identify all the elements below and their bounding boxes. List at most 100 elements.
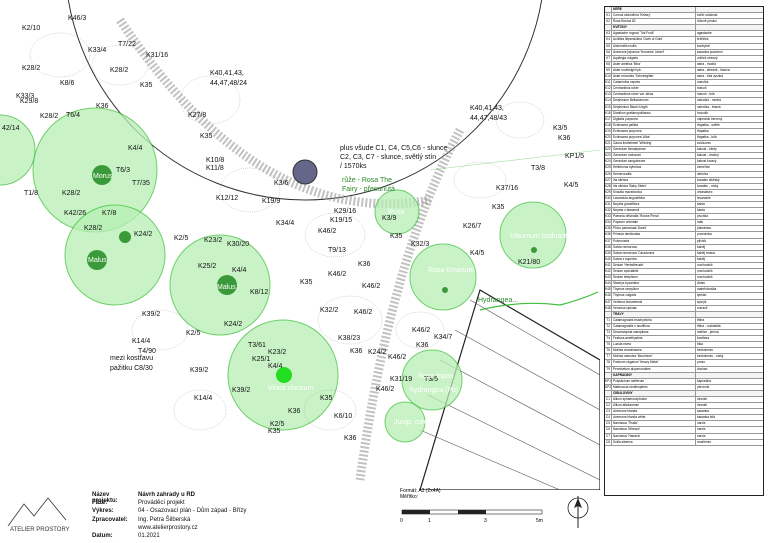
legend-cell: K35 [605, 226, 612, 232]
legend-cell: rozchodník [697, 262, 713, 267]
plant-code-label: K32/3 [411, 241, 429, 248]
plant-code-label: K40,41,43, [470, 105, 504, 112]
legend-cell: K37 [605, 238, 612, 244]
tree-label-junip: Junip. com [394, 419, 428, 426]
legend-cell: Pulmonaria [612, 238, 696, 244]
legend-cell [605, 311, 612, 317]
tree-label-viburnum: Viburnum bodnant. [510, 233, 569, 240]
plant-code-label: K26/7 [463, 223, 481, 230]
legend-row: TRÁVY [605, 311, 763, 318]
legend-cell: C4 [605, 415, 612, 421]
legend-cell: K40 [605, 256, 612, 262]
legend-cell: K15 [605, 104, 612, 110]
legend-cell: K4 [606, 37, 612, 43]
legend-cell: orlíček obecný [697, 55, 718, 60]
legend-cell: C8 [605, 439, 612, 445]
legend-cell [696, 391, 763, 396]
plant-code-label: K4/5 [470, 250, 485, 257]
tb-author: Zpracovatel:Ing. Petra Šilberská [92, 517, 191, 523]
legend-cell: Aster ericoides 'Schneegitter' [612, 74, 696, 80]
legend-cell: čemeřice [697, 165, 710, 170]
plant-code-label: K33/3 [16, 93, 34, 100]
legend-cell: sasanka bílá [697, 415, 715, 420]
legend-cell: Nepeta grandiflora [612, 202, 696, 208]
legend-cell: česnek [697, 397, 708, 401]
legend-cell: C3 [605, 409, 612, 415]
legend-cell: sporýš [697, 299, 707, 304]
planting-labels-middle: K40,41,43,44,47,48/24K35K27/8K35K10/8K11… [140, 70, 438, 442]
legend-cell: K10 [605, 74, 612, 80]
legend-cell [696, 7, 763, 12]
legend-cell: narcis [697, 421, 706, 426]
legend-cell [696, 25, 763, 30]
legend-cell: Salvia x superba [612, 256, 696, 262]
legend-cell: svěží odolnost [697, 13, 718, 18]
legend-cell: Primula denticulata [612, 232, 696, 238]
trunk-vinca [276, 367, 292, 383]
planting-labels-right: K40,41,43,44,47,48/43K3/5K36KP1/5T3/8K4/… [412, 105, 584, 349]
legend-cell: kapradina [697, 378, 711, 383]
legend-cell: bezkolenec - nízký [697, 354, 724, 359]
legend-cell: třtina - rozkladitá [697, 323, 721, 328]
plant-code-label: K46/2 [388, 354, 406, 361]
legend-cell: C6 [605, 427, 612, 433]
plant-code-label: K35 [390, 233, 403, 240]
scale-info: Formát: A3 (2x4A) Měřítko: 0 1 3 5m [400, 488, 550, 532]
legend-cell: K25 [605, 165, 612, 171]
hydrangea-label: Hydrangea... [478, 297, 518, 304]
house-hatch [419, 299, 600, 490]
legend-cell [696, 312, 763, 317]
legend-cell: svíčkovec [697, 141, 711, 146]
legend-cell: mavuň - bílá [697, 92, 715, 97]
plant-code-label: K12/12 [216, 195, 238, 202]
note-mezi: mezi kostřavu [110, 355, 153, 362]
legend-cell: Papaver orientale [612, 220, 696, 226]
legend-cell: Calamagrostis x acutiflora [612, 323, 696, 329]
legend-cell: Knautia macedonica [612, 189, 696, 195]
legend-cell: K30 [605, 195, 612, 201]
legend-cell: šanta [697, 202, 705, 206]
legend-row: KVĚTINY [605, 25, 763, 32]
plant-code-label: K36 [358, 261, 371, 268]
legend-cell: C5 [605, 421, 612, 427]
legend-cell: Sedum spectabile [612, 269, 696, 275]
plant-code-label: K32/2 [320, 307, 338, 314]
legend-cell: Geranium nodosum [612, 153, 696, 159]
legend-cell: Scilla siberica [612, 439, 696, 445]
scale-tick-label: 0 [400, 518, 403, 524]
legend-cell: Aster novibelgii hyb. [612, 67, 696, 74]
legend-cell: kakost - bledý [697, 147, 717, 152]
scale-bar: 0 1 3 5m [400, 509, 543, 524]
plant-code-label: K4/4 [232, 267, 247, 274]
plant-code-label: K35 [200, 133, 213, 140]
plant-code-label: K2/5 [186, 330, 201, 337]
plant-code-label: K35 [268, 428, 281, 435]
legend-cell: mavuň [697, 86, 707, 91]
legend-cell: K29 [605, 189, 612, 195]
tb-drawing: Výkres:04 - Osazovací plán - Dům západ -… [92, 508, 247, 514]
plant-code-label: K2/10 [22, 25, 40, 32]
legend-cell: Geranium himalayense [612, 147, 696, 153]
plant-code-label: K39/2 [232, 387, 250, 394]
legend-cell: levandule [697, 195, 711, 200]
legend-cell: Aster amellus 'Mira' [612, 61, 696, 67]
trunk-malus1 [87, 250, 107, 270]
